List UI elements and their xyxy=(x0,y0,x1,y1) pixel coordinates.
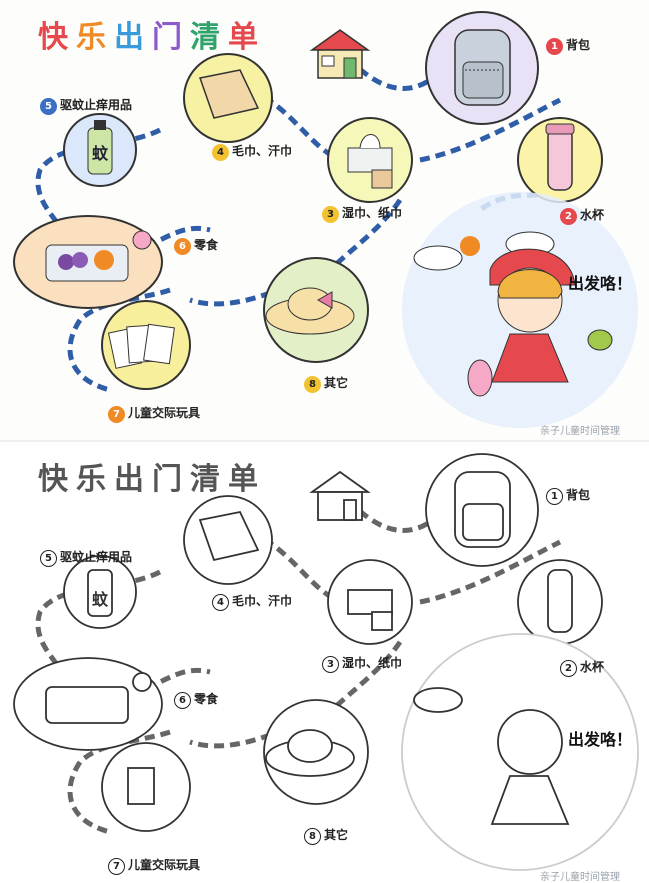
hat-outline-icon xyxy=(263,699,369,805)
title-char: 出 xyxy=(114,462,152,497)
title-char: 快 xyxy=(38,462,76,497)
label-text: 水杯 xyxy=(580,660,605,674)
page-title: 快乐出门清单 xyxy=(38,12,266,56)
title-char: 单 xyxy=(228,462,266,497)
label-text: 驱蚊止痒用品 xyxy=(60,550,133,564)
repellent-outline-icon xyxy=(63,555,137,629)
label-number: 7 xyxy=(108,858,125,875)
label-number: 3 xyxy=(322,656,339,673)
mosquito-char: 蚊 xyxy=(92,144,109,163)
snacks-icon xyxy=(13,215,163,309)
label-number: 3 xyxy=(322,206,339,223)
label-number: 5 xyxy=(40,550,57,567)
towel-outline-icon xyxy=(183,495,273,585)
route-path-outline xyxy=(35,500,583,835)
label-number: 2 xyxy=(560,660,577,677)
hat-icon xyxy=(263,257,369,363)
watermark-outline: 亲子儿童时间管理 xyxy=(540,872,620,883)
label-number: 8 xyxy=(304,828,321,845)
label-text: 毛巾、汗巾 xyxy=(232,144,293,158)
title-char: 出 xyxy=(114,20,152,55)
snacks-outline-icon xyxy=(13,657,163,751)
watermark: 亲子儿童时间管理 xyxy=(540,426,620,437)
tissue-icon xyxy=(327,117,413,203)
route-path xyxy=(35,58,583,393)
title-char: 乐 xyxy=(76,462,114,497)
backpack-outline-icon xyxy=(425,453,539,567)
label-number: 8 xyxy=(304,376,321,393)
label-text: 儿童交际玩具 xyxy=(128,858,201,872)
cards-icon xyxy=(101,300,191,390)
panel-separator xyxy=(0,440,649,442)
tissue-outline-icon xyxy=(327,559,413,645)
label-text: 其它 xyxy=(324,828,349,842)
title-char: 快 xyxy=(38,20,76,55)
girl-illustration xyxy=(402,192,638,428)
title-char: 乐 xyxy=(76,20,114,55)
label-text: 驱蚊止痒用品 xyxy=(60,98,133,112)
label-number: 4 xyxy=(212,594,229,611)
house-icon xyxy=(309,29,371,79)
page-title-outline: 快乐出门清单 xyxy=(38,454,266,498)
label-text: 湿巾、纸巾 xyxy=(342,656,403,670)
colored-illustration xyxy=(13,11,638,428)
towel-icon xyxy=(183,53,273,143)
label-text: 儿童交际玩具 xyxy=(128,406,201,420)
lineart-illustration xyxy=(13,453,639,871)
label-text: 湿巾、纸巾 xyxy=(342,206,403,220)
cup-outline-icon xyxy=(517,559,603,645)
shout-text-outline: 出发咯！ xyxy=(568,730,633,749)
label-number: 1 xyxy=(546,38,563,55)
house-outline-icon xyxy=(309,470,371,521)
label-text: 水杯 xyxy=(580,208,605,222)
shout-text: 出发咯！ xyxy=(568,274,633,293)
label-number: 5 xyxy=(40,98,57,115)
label-text: 背包 xyxy=(566,488,591,502)
cup-icon xyxy=(517,117,603,203)
mosquito-char-outline: 蚊 xyxy=(92,590,109,609)
label-number: 6 xyxy=(174,692,191,709)
backpack-icon xyxy=(425,11,539,125)
girl-outline-illustration xyxy=(401,633,639,871)
title-char: 单 xyxy=(228,20,266,55)
label-text: 背包 xyxy=(566,38,591,52)
label-text: 毛巾、汗巾 xyxy=(232,594,293,608)
title-char: 门 xyxy=(152,20,190,55)
label-text: 零食 xyxy=(194,238,219,252)
label-number: 4 xyxy=(212,144,229,161)
title-char: 清 xyxy=(190,462,228,497)
repellent-icon xyxy=(63,113,137,187)
label-number: 7 xyxy=(108,406,125,423)
label-text: 其它 xyxy=(324,376,349,390)
label-number: 2 xyxy=(560,208,577,225)
label-text: 零食 xyxy=(194,692,219,706)
label-number: 1 xyxy=(546,488,563,505)
cards-outline-icon xyxy=(101,742,191,832)
title-char: 清 xyxy=(190,20,228,55)
label-number: 6 xyxy=(174,238,191,255)
title-char: 门 xyxy=(152,462,190,497)
